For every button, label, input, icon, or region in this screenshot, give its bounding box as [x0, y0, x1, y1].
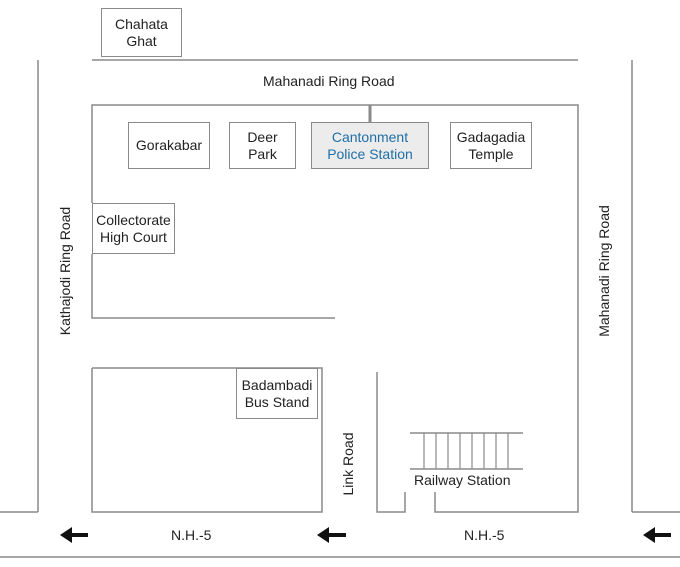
gadagadia-temple-box: Gadagadia Temple — [450, 122, 532, 169]
chahata-ghat-label: Chahata Ghat — [115, 15, 168, 49]
gorakabar-label: Gorakabar — [135, 137, 203, 153]
chahata-ghat-box: Chahata Ghat — [101, 8, 182, 57]
nh5-left-label: N.H.-5 — [171, 527, 212, 543]
deer-park-box: Deer Park — [229, 122, 296, 169]
cantonment-police-station-box: Cantonment Police Station — [311, 122, 429, 169]
link-road-line — [376, 372, 406, 513]
nh5-right-label: N.H.-5 — [464, 527, 505, 543]
badambadi-bus-stand-box: Badambadi Bus Stand — [236, 368, 318, 419]
gorakabar-box: Gorakabar — [128, 122, 210, 169]
badambadi-bus-stand-label: Badambadi Bus Stand — [241, 376, 313, 410]
collectorate-high-court-box: Collectorate High Court — [92, 203, 175, 254]
link-road-label: Link Road — [340, 432, 356, 496]
upper-block-left-lower — [91, 254, 335, 319]
mahanadi-ring-road-right-label: Mahanadi Ring Road — [596, 205, 612, 337]
railway-station-label: Railway Station — [414, 472, 511, 488]
upper-block-outline — [91, 104, 579, 513]
mahanadi-ring-road-top-label: Mahanadi Ring Road — [263, 73, 395, 89]
deer-park-label: Deer Park — [247, 128, 278, 162]
cantonment-police-station-label: Cantonment Police Station — [327, 128, 413, 162]
left-arrow-icon — [643, 527, 671, 543]
left-arrow-icon — [60, 527, 88, 543]
kathajodi-ring-road-label: Kathajodi Ring Road — [57, 206, 73, 336]
collectorate-high-court-label: Collectorate High Court — [96, 211, 171, 245]
gadagadia-temple-label: Gadagadia Temple — [456, 128, 526, 162]
railway-track-icon — [423, 433, 509, 469]
left-arrow-icon — [317, 527, 346, 543]
